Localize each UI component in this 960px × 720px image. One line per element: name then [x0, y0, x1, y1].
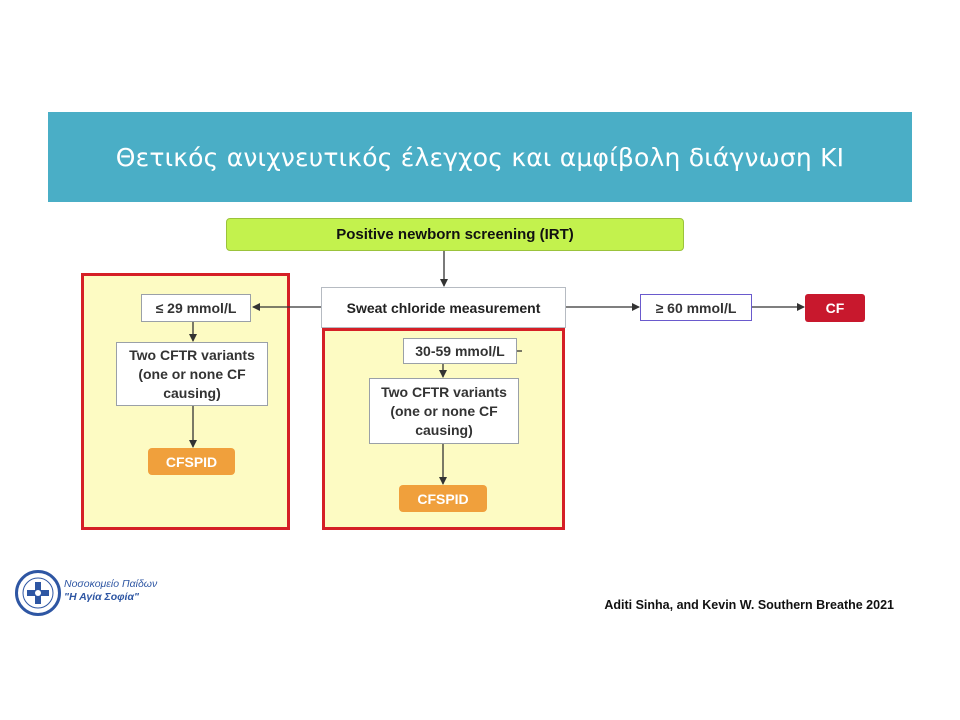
cf-diagnosis-box: CF: [805, 294, 865, 322]
mid-variants-line-3: causing): [415, 421, 473, 438]
mid-cfspid-label: CFSPID: [417, 490, 469, 507]
mid-cftr-variants-box: Two CFTR variants (one or none CF causin…: [369, 378, 519, 444]
mid-cfspid-box: CFSPID: [399, 485, 487, 512]
left-variants-line-3: causing): [163, 384, 221, 401]
hospital-name: Νοσοκομείο Παίδων "Η Αγία Σοφία": [64, 578, 157, 604]
title-banner: Θετικός ανιχνευτικός έλεγχος και αμφίβολ…: [48, 112, 912, 202]
left-variants-line-1: Two CFTR variants: [129, 346, 255, 363]
high-threshold-box: ≥ 60 mmol/L: [640, 294, 752, 321]
high-threshold-label: ≥ 60 mmol/L: [655, 299, 737, 316]
hospital-logo-icon: [15, 570, 61, 616]
low-threshold-box: ≤ 29 mmol/L: [141, 294, 251, 322]
left-cfspid-label: CFSPID: [165, 453, 218, 470]
hospital-name-line-1: Νοσοκομείο Παίδων: [64, 578, 158, 590]
sweat-chloride-box: Sweat chloride measurement: [321, 287, 566, 328]
mid-variants-line-2: (one or none CF: [390, 402, 498, 419]
hospital-name-line-2: "Η Αγία Σοφία": [64, 591, 139, 603]
sweat-chloride-label: Sweat chloride measurement: [346, 299, 541, 316]
mid-variants-line-1: Two CFTR variants: [381, 383, 507, 400]
citation: Aditi Sinha, and Kevin W. Southern Breat…: [604, 598, 894, 612]
screening-label: Positive newborn screening (IRT): [336, 226, 574, 243]
screening-box: Positive newborn screening (IRT): [226, 218, 684, 251]
mid-threshold-box: 30-59 mmol/L: [403, 338, 517, 364]
left-variants-line-2: (one or none CF: [138, 365, 246, 382]
left-cftr-variants-box: Two CFTR variants (one or none CF causin…: [116, 342, 268, 406]
mid-threshold-label: 30-59 mmol/L: [415, 343, 505, 359]
low-threshold-label: ≤ 29 mmol/L: [155, 300, 237, 316]
slide-title: Θετικός ανιχνευτικός έλεγχος και αμφίβολ…: [115, 142, 845, 172]
left-cfspid-box: CFSPID: [148, 448, 235, 475]
cf-diagnosis-label: CF: [825, 300, 845, 316]
